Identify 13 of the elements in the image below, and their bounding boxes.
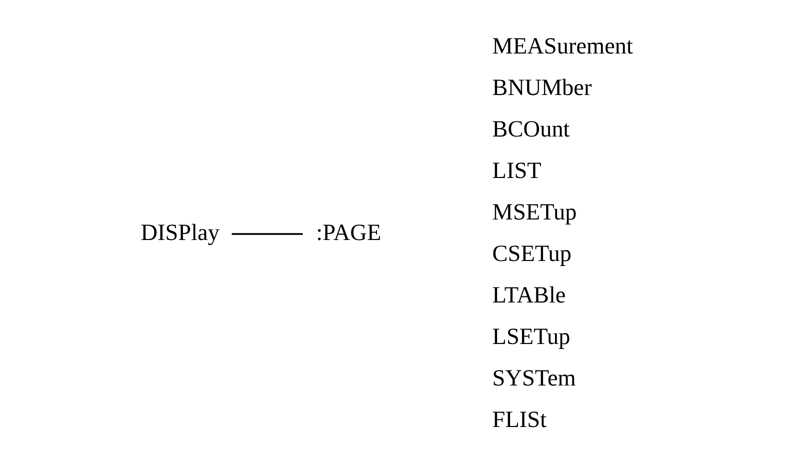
label: MSETup [492, 199, 577, 226]
label: CSETup [492, 240, 572, 267]
label: FLISt [492, 406, 547, 433]
label: LTABle [492, 282, 566, 308]
label: LSETup [492, 324, 570, 350]
node-text: :PAGE [316, 220, 382, 246]
node-text: DISPlay [140, 220, 220, 246]
label: BNUMber [492, 74, 592, 101]
label: BCOunt [492, 116, 570, 142]
label: SYSTem [492, 365, 576, 392]
label: MEASurement [492, 33, 633, 60]
label: LIST [492, 158, 542, 184]
connector [232, 233, 303, 235]
